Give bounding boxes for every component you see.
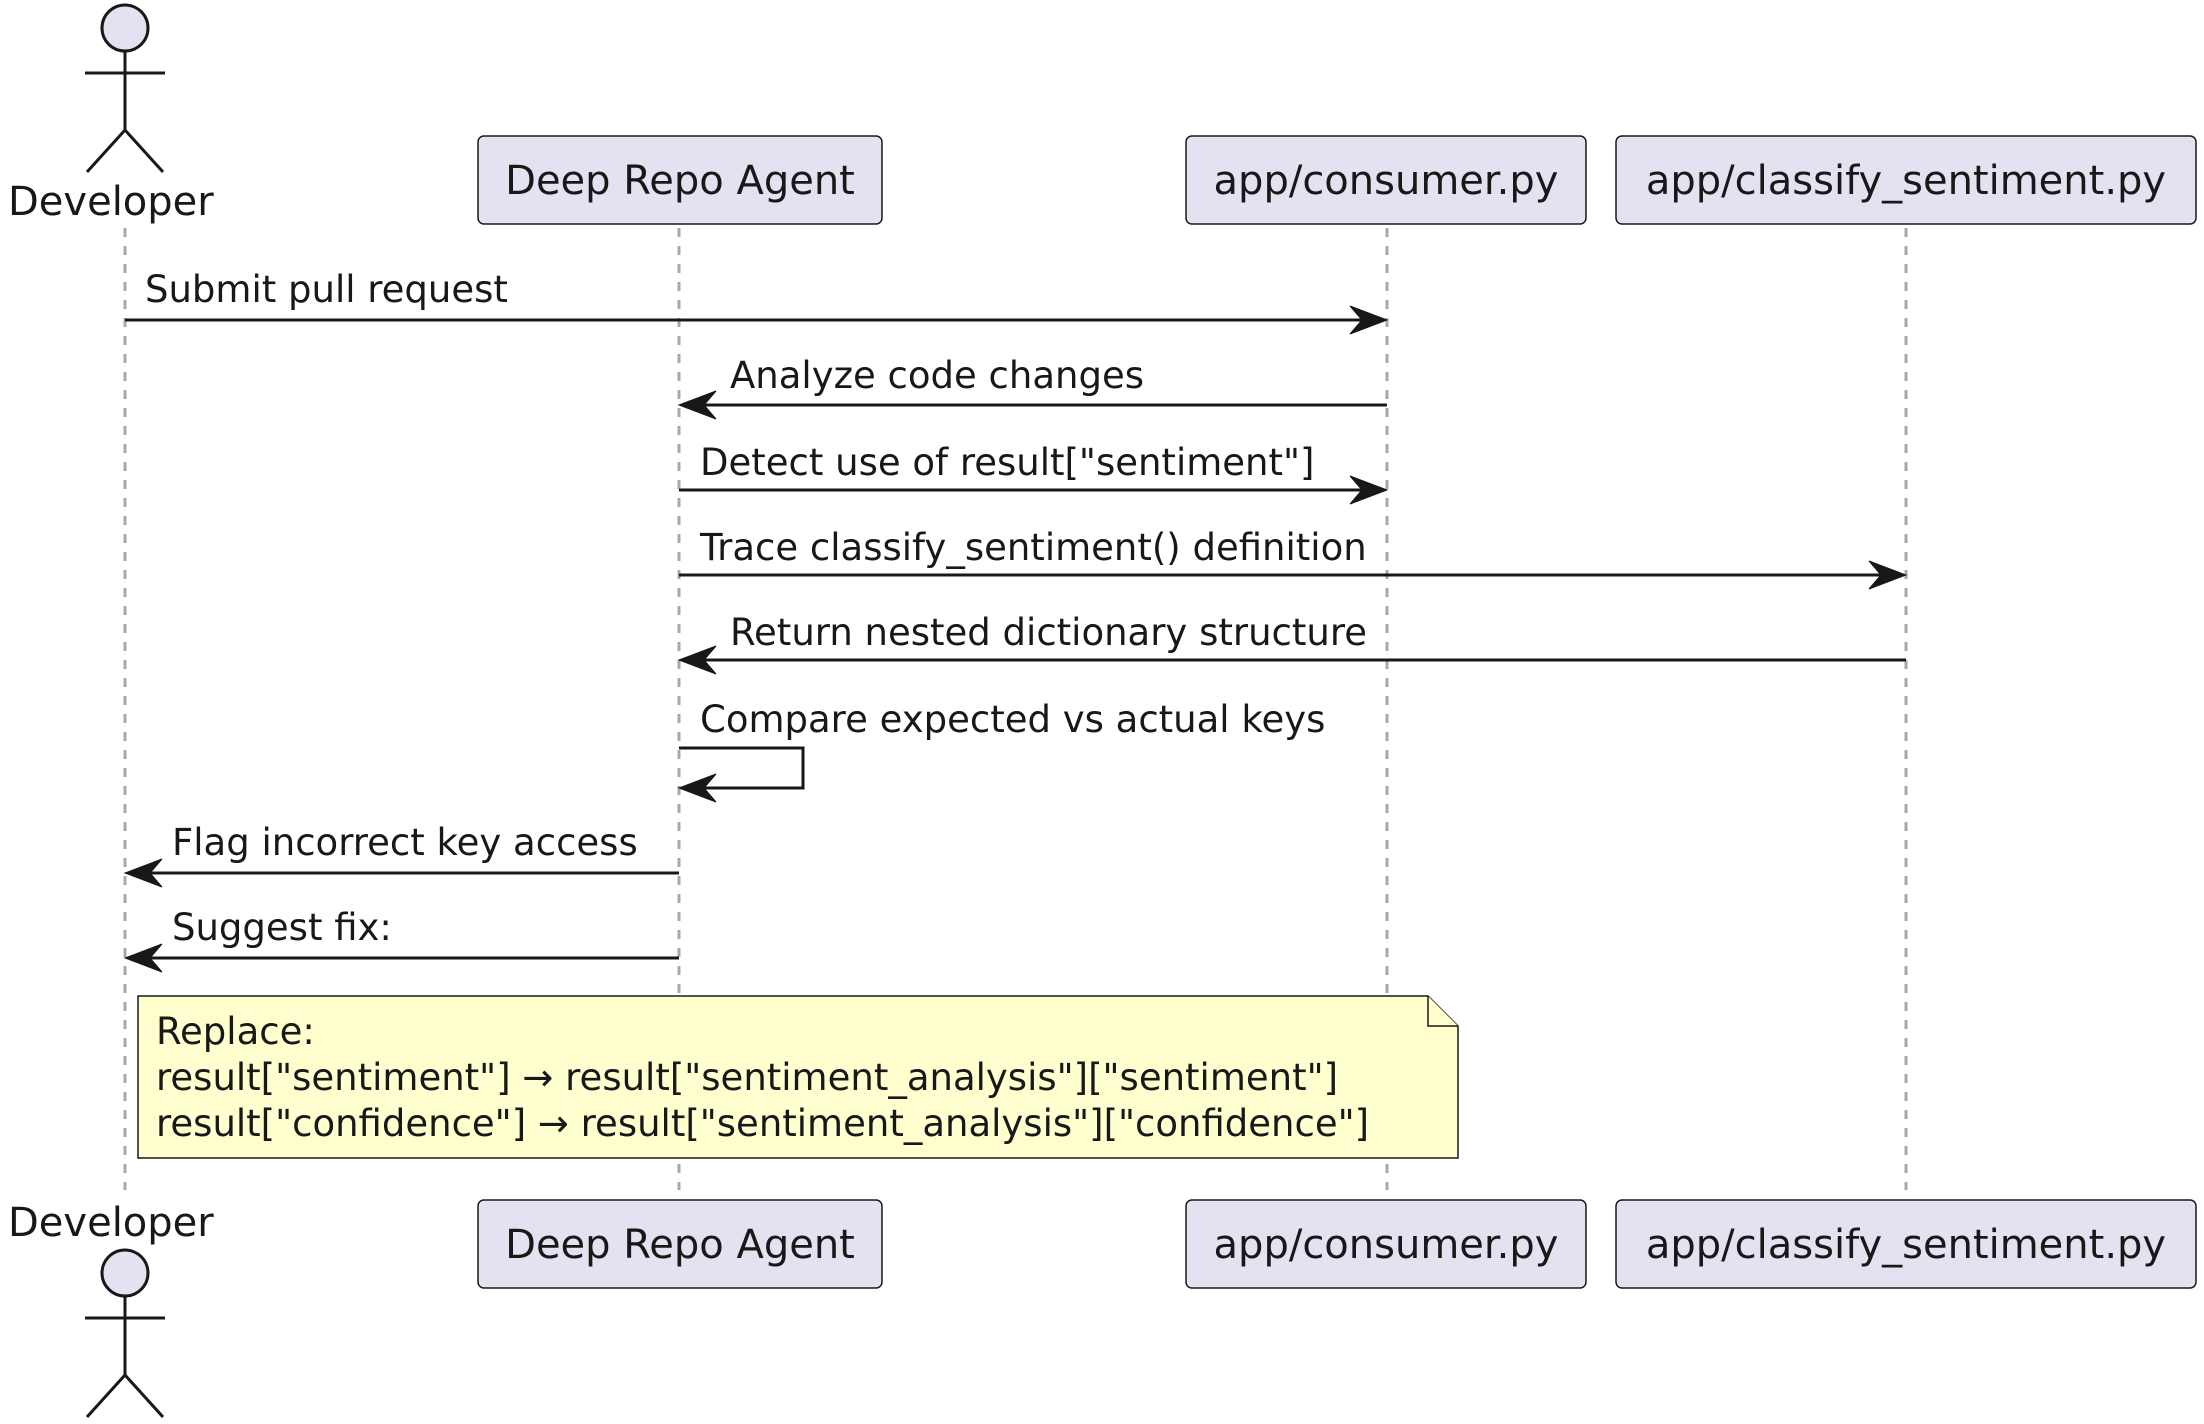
participant-agent-top: Deep Repo Agent (477, 135, 883, 225)
arrow-right-icon (1349, 305, 1389, 335)
participant-label-agent-top: Deep Repo Agent (505, 158, 855, 204)
arrow-right-icon (1349, 475, 1389, 505)
participant-consumer-bottom: app/consumer.py (1185, 1199, 1587, 1289)
note-line-2: result["sentiment"] → result["sentiment_… (156, 1056, 1338, 1099)
message-compare-keys: Compare expected vs actual keys (677, 698, 1325, 803)
note: Replace: result["sentiment"] → result["s… (137, 995, 1459, 1159)
message-label: Submit pull request (145, 268, 508, 311)
message-analyze-code-changes: Analyze code changes (677, 354, 1387, 420)
message-label: Suggest fix: (172, 906, 392, 949)
actor-developer-top: Developer (8, 3, 214, 225)
note-line-1: Replace: (156, 1010, 315, 1053)
note-line-3: result["confidence"] → result["sentiment… (156, 1102, 1369, 1145)
participant-consumer-top: app/consumer.py (1185, 135, 1587, 225)
actor-developer-bottom: Developer (8, 1200, 214, 1419)
message-label: Compare expected vs actual keys (700, 698, 1325, 741)
arrow-left-icon (123, 943, 163, 973)
message-label: Detect use of result["sentiment"] (700, 441, 1314, 484)
message-detect-use: Detect use of result["sentiment"] (679, 441, 1389, 505)
participant-label-consumer-bottom: app/consumer.py (1214, 1222, 1559, 1268)
participant-classifier-top: app/classify_sentiment.py (1615, 135, 2197, 225)
arrow-right-icon (1868, 560, 1908, 590)
participant-classifier-bottom: app/classify_sentiment.py (1615, 1199, 2197, 1289)
message-label: Analyze code changes (730, 354, 1144, 397)
message-label: Return nested dictionary structure (730, 611, 1367, 654)
participant-label-classifier-bottom: app/classify_sentiment.py (1646, 1222, 2166, 1268)
actor-label-developer-bottom: Developer (8, 1200, 214, 1246)
message-label: Flag incorrect key access (172, 821, 638, 864)
participant-agent-bottom: Deep Repo Agent (477, 1199, 883, 1289)
participant-label-consumer-top: app/consumer.py (1214, 158, 1559, 204)
actor-head-icon (100, 3, 150, 53)
message-trace-definition: Trace classify_sentiment() definition (679, 526, 1908, 590)
arrow-left-icon (677, 390, 717, 420)
message-return-nested-structure: Return nested dictionary structure (677, 611, 1906, 675)
message-label: Trace classify_sentiment() definition (699, 526, 1367, 569)
participant-label-agent-bottom: Deep Repo Agent (505, 1222, 855, 1268)
arrow-left-icon (123, 858, 163, 888)
arrow-left-icon (677, 645, 717, 675)
message-submit-pull-request: Submit pull request (125, 268, 1389, 335)
participant-label-classifier-top: app/classify_sentiment.py (1646, 158, 2166, 204)
actor-head-icon (100, 1248, 150, 1298)
message-flag-incorrect-access: Flag incorrect key access (123, 821, 679, 888)
message-suggest-fix: Suggest fix: (123, 906, 679, 973)
arrow-left-icon (677, 773, 717, 803)
actor-label-developer-top: Developer (8, 179, 214, 225)
